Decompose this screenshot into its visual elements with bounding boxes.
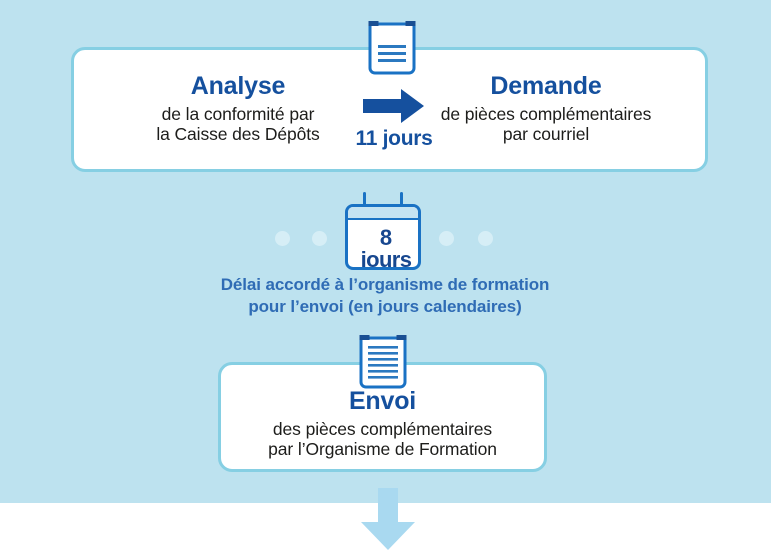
- demande-title: Demande: [490, 72, 602, 100]
- calendar-icon: 8 jours: [345, 192, 421, 270]
- calendar-delay-number: 8: [379, 225, 393, 250]
- calendar-delay-text: 8 jours: [348, 225, 418, 270]
- delay-caption-line-1: Délai accordé à l’organisme de formation: [220, 275, 550, 294]
- decorative-dot: [312, 231, 327, 246]
- arrow-down-icon: [361, 488, 415, 550]
- decorative-dot: [275, 231, 290, 246]
- demande-line-1: de pièces complémentaires: [440, 103, 652, 124]
- duration-label-11-jours: 11 jours: [355, 127, 433, 150]
- document-icon: [366, 19, 418, 82]
- envoi-title: Envoi: [348, 387, 417, 415]
- analyse-line-1: de la conformité par: [161, 103, 315, 124]
- delay-caption: Délai accordé à l’organisme de formation…: [135, 274, 635, 319]
- demande-line-2: par courriel: [502, 124, 590, 145]
- analyse-line-2: la Caisse des Dépôts: [156, 124, 320, 145]
- calendar-header-band: [348, 207, 418, 220]
- document-icon: [357, 333, 409, 396]
- envoi-line-1: des pièces complémentaires: [272, 418, 493, 439]
- decorative-dot: [478, 231, 493, 246]
- analyse-step: Analyse de la conformité par la Caisse d…: [88, 72, 388, 145]
- calendar-frame: 8 jours: [345, 204, 421, 270]
- calendar-delay-unit: jours: [360, 247, 412, 270]
- demande-step: Demande de pièces complémentaires par co…: [396, 72, 696, 145]
- analyse-title: Analyse: [190, 72, 286, 100]
- envoi-line-2: par l’Organisme de Formation: [268, 439, 497, 460]
- delay-caption-line-2: pour l’envoi (en jours calendaires): [248, 297, 522, 317]
- analyse-to-demande-transition: 11 jours: [330, 88, 458, 151]
- arrow-right-icon: [363, 89, 424, 123]
- envoi-step: Envoi des pièces complémentaires par l’O…: [221, 387, 544, 460]
- calendar-ring-left: [363, 192, 366, 212]
- analyse-demande-card: Analyse de la conformité par la Caisse d…: [71, 47, 708, 172]
- decorative-dot: [439, 231, 454, 246]
- calendar-ring-right: [400, 192, 403, 212]
